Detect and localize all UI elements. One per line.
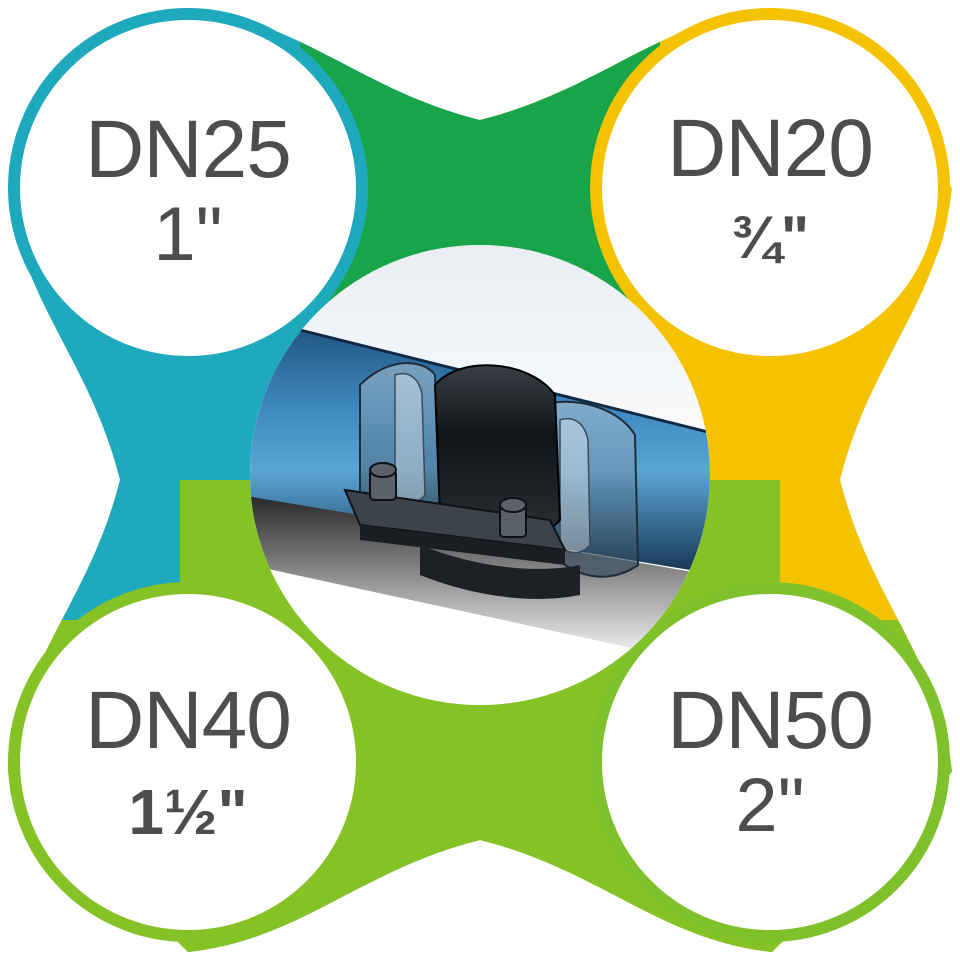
inch-label: 1"	[153, 192, 223, 277]
dn-label: DN25	[85, 104, 292, 195]
inch-label: ¾"	[730, 204, 810, 271]
size-card-dn25: DN25 1"	[8, 8, 368, 368]
dn-label: DN40	[85, 675, 292, 766]
dn-label: DN50	[667, 675, 874, 766]
pipe-repair-clamp-icon	[250, 245, 710, 705]
inch-label: 2"	[735, 763, 805, 848]
dn-label: DN20	[667, 103, 874, 194]
inch-label: 1½"	[128, 776, 248, 848]
size-card-dn50: DN50 2"	[590, 582, 950, 942]
pipe-clamp-photo	[250, 245, 710, 705]
size-card-dn40: DN40 1½"	[8, 582, 368, 942]
